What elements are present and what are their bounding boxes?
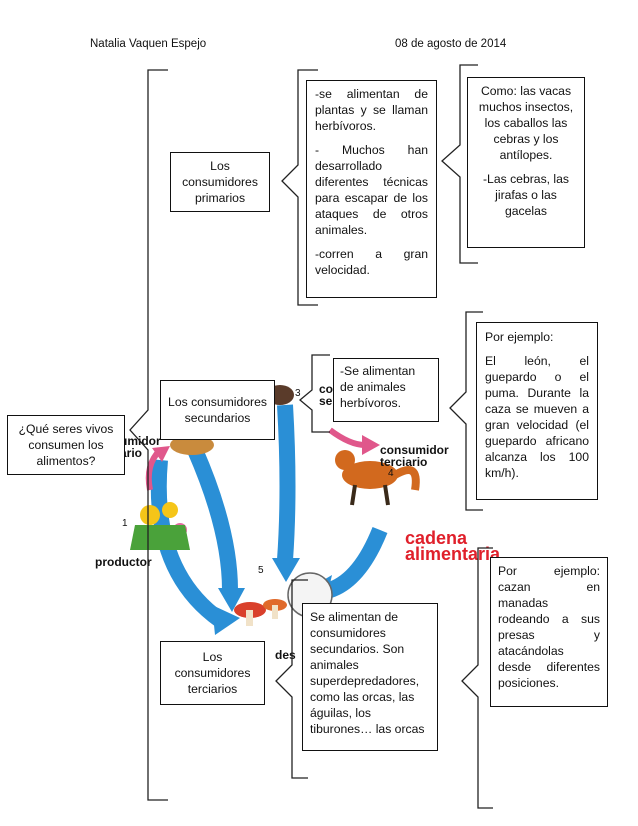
primary-example-1: Como: las vacas muchos insectos, los cab… (478, 84, 574, 162)
secondary-details-box: -Se alimentan de animales herbívoros. (333, 358, 439, 422)
primary-detail-2: - Muchos han desarrollado diferentes téc… (315, 143, 428, 237)
primary-detail-3: -corren a gran velocidad. (315, 247, 428, 277)
label-decomposer: des (275, 648, 296, 662)
secondary-example-heading: Por ejemplo: (485, 330, 554, 344)
tertiary-examples-box: Por ejemplo: cazan en manadas rodeando a… (490, 557, 608, 707)
number-5: 5 (258, 565, 264, 576)
primary-example-2: -Las cebras, las jirafas o las gacelas (482, 172, 570, 218)
primary-consumers-box: Los consumidores primarios (170, 152, 270, 212)
secondary-consumers-title: Los consumidores secundarios (168, 395, 267, 425)
secondary-consumers-box: Los consumidores secundarios (160, 380, 275, 440)
secondary-example-text: El león, el guepardo o el puma. Durante … (485, 354, 589, 480)
number-4: 4 (388, 468, 394, 479)
primary-details-box: -se alimentan de plantas y se llaman her… (306, 80, 437, 298)
tertiary-example-1: Por ejemplo: cazan en manadas rodeando a… (498, 564, 600, 690)
primary-detail-1: -se alimentan de plantas y se llaman her… (315, 87, 428, 133)
primary-consumers-title: Los consumidores primarios (182, 159, 258, 205)
tertiary-detail-1: Se alimentan de consumidores secundarios… (310, 610, 425, 736)
secondary-detail-1: -Se alimentan de animales herbívoros. (340, 364, 416, 410)
author-name: Natalia Vaquen Espejo (90, 38, 207, 50)
arrow-primary-decomposer (187, 446, 238, 591)
arrow-secondary-decomposer (277, 404, 296, 561)
number-1: 1 (122, 518, 128, 529)
tertiary-consumers-box: Los consumidores terciarios (160, 641, 265, 705)
number-3: 3 (295, 388, 301, 399)
document-date: 08 de agosto de 2014 (395, 38, 507, 50)
primary-examples-box: Como: las vacas muchos insectos, los cab… (467, 77, 585, 248)
arrow-producer-decomposer (150, 459, 225, 627)
label-tertiary-consumer: consumidor terciario (380, 443, 449, 469)
tertiary-details-box: Se alimentan de consumidores secundarios… (302, 603, 438, 751)
tertiary-consumers-title: Los consumidores terciarios (174, 650, 251, 696)
label-food-chain-title: cadena alimentaria (405, 528, 501, 564)
label-producer: productor (95, 555, 152, 569)
root-question-text: ¿Qué seres vivos consumen los alimentos? (18, 422, 114, 468)
label-secondary-consumer: co se (319, 382, 334, 408)
root-question-box: ¿Qué seres vivos consumen los alimentos? (7, 415, 125, 475)
arrow-tertiary-decomposer (327, 526, 388, 598)
secondary-examples-box: Por ejemplo: El león, el guepardo o el p… (476, 322, 598, 500)
